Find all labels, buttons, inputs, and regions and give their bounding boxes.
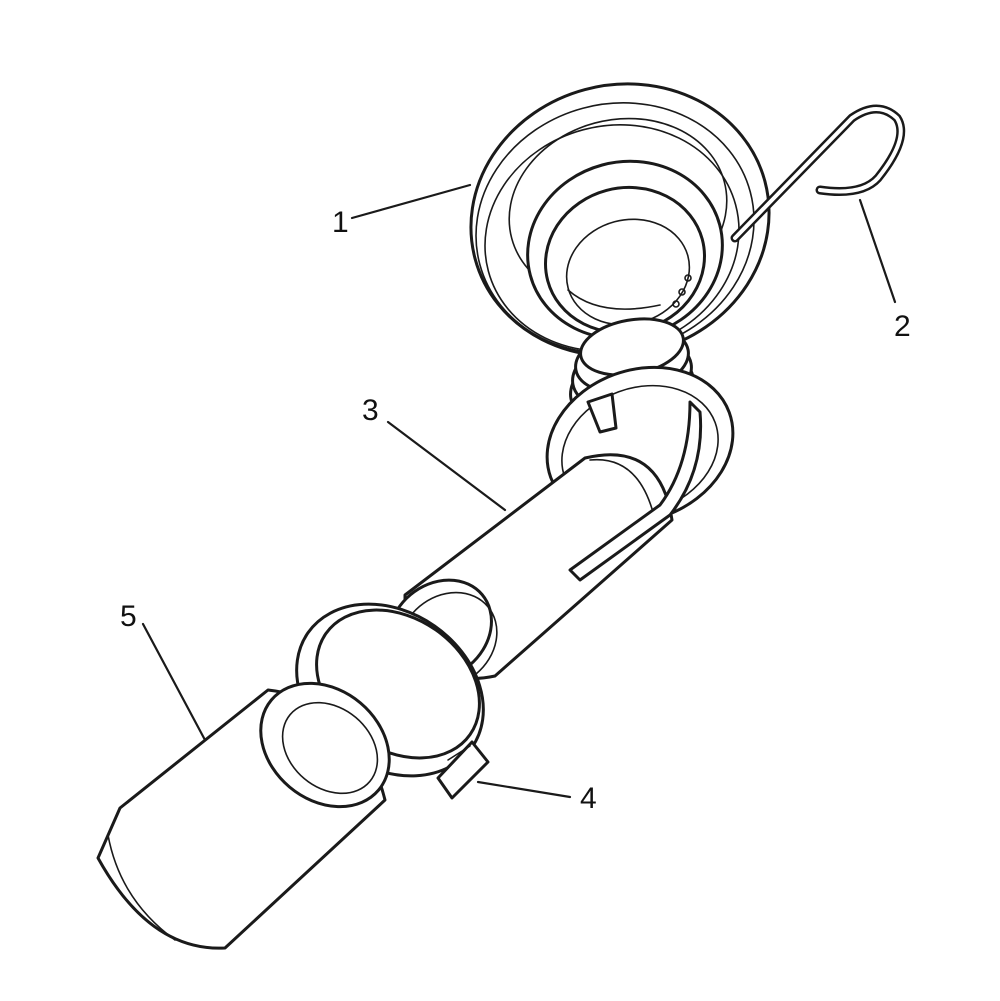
leader-line-2: [858, 198, 897, 304]
leader-line-1: [350, 183, 472, 220]
leader-line-5: [141, 622, 207, 742]
part-2-wire-pin: [730, 104, 906, 243]
callout-4: 4: [580, 782, 597, 815]
part-3-elbow-tube: [387, 317, 735, 689]
part-1-flange: [469, 82, 771, 358]
leader-line-4: [476, 780, 572, 799]
callout-2: 2: [894, 310, 911, 343]
leader-line-3: [386, 420, 507, 512]
callout-1: 1: [332, 206, 349, 239]
callout-3: 3: [362, 394, 379, 427]
part-5-sleeve: [96, 681, 391, 950]
callout-5: 5: [120, 600, 137, 633]
